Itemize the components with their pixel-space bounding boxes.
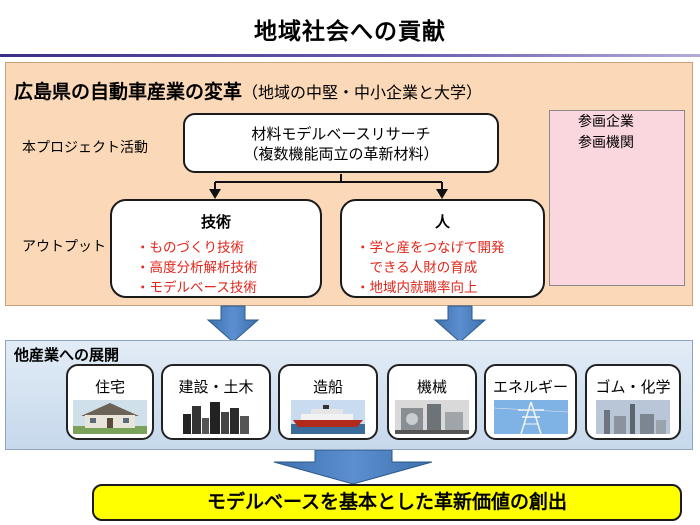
- region-heading-sub: （地域の中堅・中小企業と大学）: [242, 83, 483, 102]
- tech-arrowhead: [209, 189, 221, 199]
- industry-card-shipbuilding: 造船: [278, 364, 378, 440]
- industry-card-housing: 住宅: [66, 364, 154, 440]
- research-subtitle: （複数機能両立の革新材料）: [243, 145, 439, 163]
- house-image: [73, 400, 147, 434]
- region-heading-main: 広島県の自動車産業の変革: [14, 81, 243, 103]
- industry-card-chemical: ゴム・化学: [585, 364, 681, 440]
- technology-box: 技術 ・ものづくり技術 ・高度分析解析技術 ・モデルベース技術: [110, 199, 322, 298]
- down-arrow-right: [433, 305, 487, 343]
- technology-title: 技術: [200, 213, 231, 231]
- people-title: 人: [434, 213, 450, 231]
- power-tower-image: [493, 400, 568, 434]
- participants-box: [549, 110, 685, 286]
- industry-card-energy: エネルギー: [484, 364, 577, 440]
- project-activity-label: 本プロジェクト活動: [22, 140, 148, 156]
- ship-image: [291, 400, 365, 434]
- output-label: アウトプット: [22, 239, 106, 255]
- result-banner: モデルベースを基本とした革新価値の創出: [92, 484, 682, 521]
- people-item: ・学と産をつなげて開発: [356, 240, 505, 256]
- tech-item: ・モデルベース技術: [136, 280, 257, 296]
- page-title: 地域社会への貢献: [254, 19, 446, 45]
- industry-label: ゴム・化学: [595, 378, 671, 396]
- industry-label: 造船: [312, 378, 343, 396]
- region-heading: 広島県の自動車産業の変革（地域の中堅・中小企業と大学）: [14, 77, 482, 104]
- industry-card-construction: 建設・土木: [161, 364, 271, 440]
- people-item: できる人財の育成: [356, 260, 478, 276]
- industry-label: エネルギー: [492, 378, 568, 396]
- chemical-plant-image: [596, 400, 670, 434]
- people-arrowhead: [436, 189, 448, 199]
- participants-labels: 参画企業 参画機関: [578, 112, 634, 154]
- skyline-image: [179, 400, 253, 434]
- research-title: 材料モデルベースリサーチ: [251, 125, 431, 143]
- machinery-image: [395, 400, 469, 434]
- industry-label: 住宅: [94, 378, 125, 396]
- research-box: 材料モデルベースリサーチ （複数機能両立の革新材料）: [183, 113, 499, 173]
- title-divider: [0, 54, 700, 57]
- industry-card-machinery: 機械: [387, 364, 477, 440]
- people-item: ・地域内就職率向上: [356, 280, 478, 296]
- tech-item: ・高度分析解析技術: [136, 260, 258, 276]
- participant-companies: 参画企業: [578, 114, 634, 130]
- tech-item: ・ものづくり技術: [136, 240, 244, 256]
- down-arrow-left: [206, 305, 260, 343]
- people-box: 人 ・学と産をつなげて開発 できる人財の育成 ・地域内就職率向上: [340, 199, 545, 298]
- participant-institutions: 参画機関: [578, 135, 634, 151]
- industry-label: 建設・土木: [178, 378, 254, 396]
- industry-label: 機械: [416, 378, 447, 396]
- down-arrow-bottom: [273, 449, 433, 485]
- deployment-heading: 他産業への展開: [14, 346, 120, 364]
